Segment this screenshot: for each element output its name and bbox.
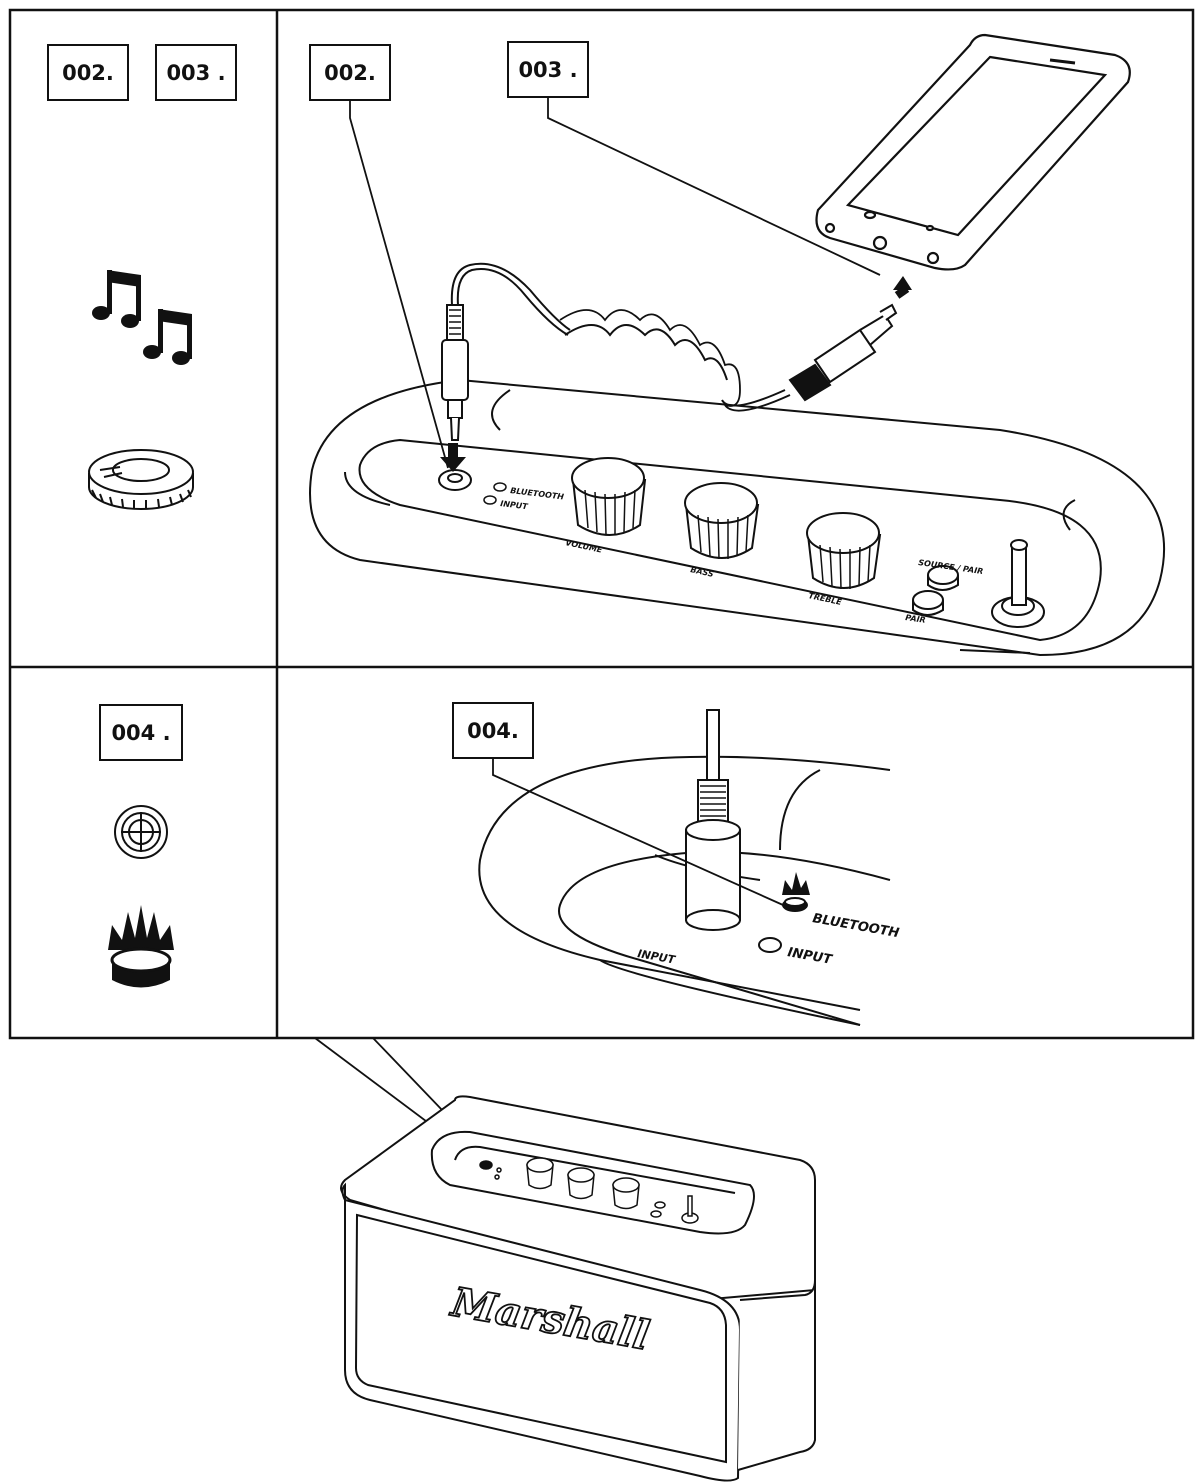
indicator-lights — [483, 482, 507, 505]
volume-knob — [571, 457, 647, 536]
right-top-panel: BLUETOOTH INPUT VOLUME BASS TREBLE SO — [309, 33, 1166, 657]
bass-knob — [684, 482, 760, 560]
callout-label-003: 003 . — [518, 58, 577, 82]
callout-label-002: 002. — [324, 61, 376, 85]
left-bottom-panel: 004 . — [99, 704, 183, 988]
lit-indicator-icon — [108, 905, 174, 988]
closeup-jack-plug — [685, 709, 741, 931]
power-toggle — [991, 539, 1045, 628]
smartphone — [815, 33, 1131, 271]
step-box-003 — [155, 44, 237, 101]
leader-lines-top — [349, 97, 881, 469]
input-target-icon — [114, 805, 168, 859]
pair-label: PAIR — [905, 613, 927, 625]
volume-label: VOLUME — [565, 538, 604, 555]
aux-input-ring-icon — [88, 449, 194, 510]
step-label-003: 003 . — [166, 61, 225, 85]
step-label-004: 004 . — [111, 721, 170, 745]
right-bottom-panel: BLUETOOTH INPUT INPUT 004. — [452, 702, 900, 1026]
treble-knob — [806, 512, 882, 590]
closeup-input-light — [758, 937, 782, 953]
mini-controls — [479, 1157, 699, 1224]
closeup-input-edge-label: INPUT — [636, 947, 677, 967]
closeup-bluetooth-label: BLUETOOTH — [811, 911, 900, 941]
leader-line-004 — [492, 758, 784, 906]
step-box-004 — [99, 704, 183, 761]
callout-label-004: 004. — [467, 719, 519, 743]
closeup-bluetooth-light — [782, 872, 810, 912]
step-box-002 — [47, 44, 129, 101]
aux-input-jack — [438, 469, 472, 491]
step-label-002: 002. — [62, 61, 114, 85]
speaker-overview: Marshall — [314, 1037, 816, 1482]
speaker-body — [340, 1095, 816, 1482]
bass-label: BASS — [690, 565, 715, 579]
source-pair-buttons — [912, 565, 959, 616]
left-top-panel: 002. 003 . — [47, 44, 237, 510]
speaker-closeup-outline — [478, 755, 891, 1026]
music-notes-icon — [92, 270, 192, 365]
bluetooth-label: BLUETOOTH — [510, 486, 565, 502]
treble-label: TREBLE — [808, 591, 843, 607]
aux-cable — [441, 262, 898, 441]
speaker-top-outline — [309, 378, 1166, 657]
closeup-input-label: INPUT — [786, 945, 834, 968]
input-label: INPUT — [500, 499, 529, 511]
insert-arrow-icon — [440, 443, 466, 472]
insert-phone-arrow-icon — [893, 276, 912, 299]
panel-grid — [8, 8, 1195, 1040]
callout-box-003 — [507, 41, 589, 98]
